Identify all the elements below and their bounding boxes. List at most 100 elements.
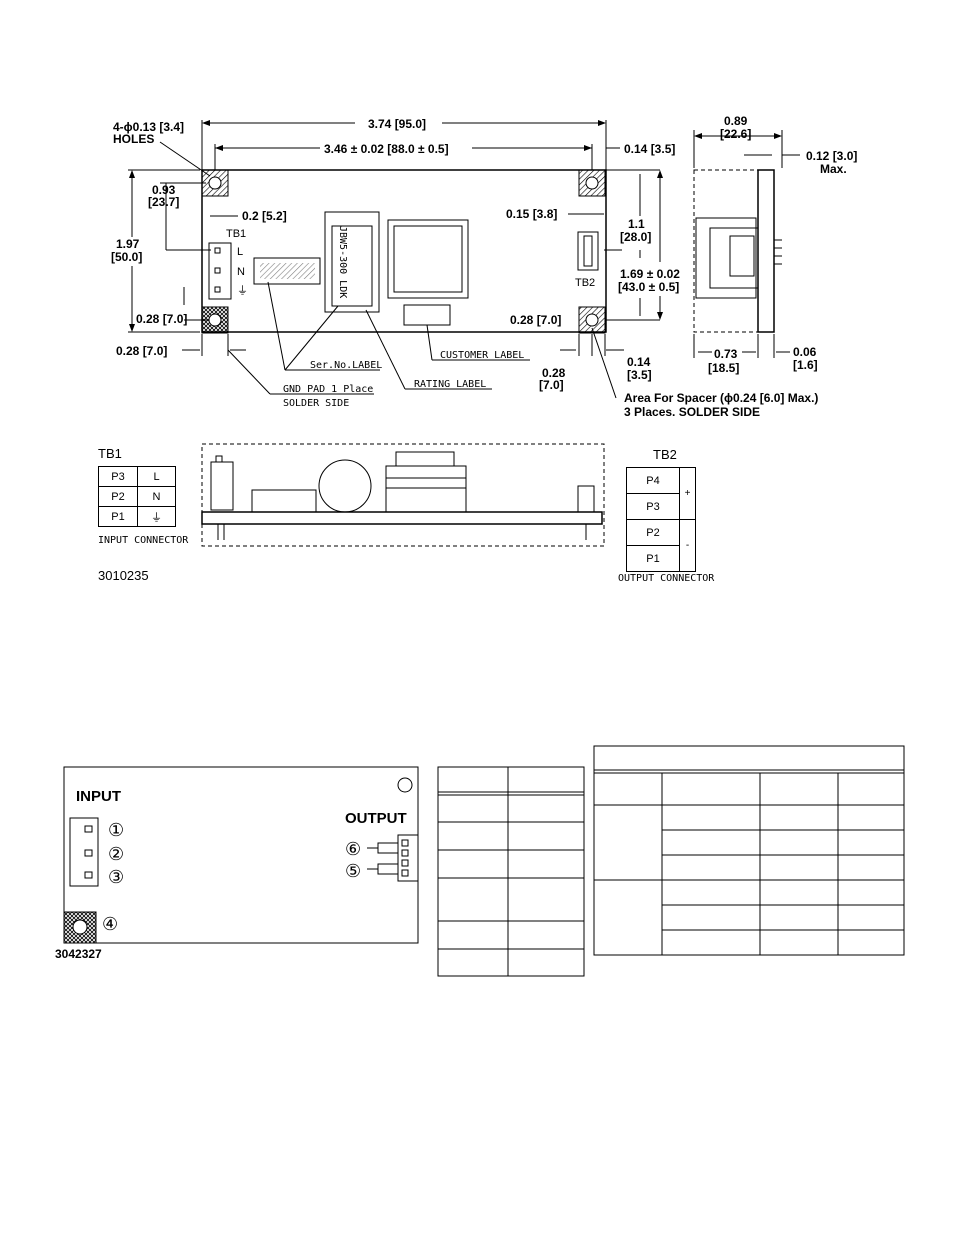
tb1-row: P1 ⏚ <box>98 506 176 527</box>
side-dim-b3: 0.06 <box>793 345 817 359</box>
tb1-cell-signal: L <box>137 466 176 487</box>
pin-drawing-id: 3042327 <box>55 947 102 961</box>
tb2-caption: OUTPUT CONNECTOR <box>618 573 715 584</box>
pin-in-3: ③ <box>108 867 124 888</box>
side-dim-b1: 0.73 <box>714 347 738 361</box>
tb1-row: P2 N <box>98 486 176 507</box>
holes-label-1: 4-ϕ0.13 [3.4] <box>113 120 184 134</box>
gnd-pad-2: SOLDER SIDE <box>283 398 349 409</box>
tb1-label: TB1 <box>226 228 246 240</box>
dim-height-1: 1.97 <box>116 237 140 251</box>
tb1-pin-n: N <box>237 266 245 278</box>
tb2-cell-pin: P1 <box>626 545 680 572</box>
customer-label: CUSTOMER LABEL <box>440 350 524 361</box>
pin-diagram: INPUT OUTPUT ① ② ③ ④ ⑥ ⑤ 3042327 <box>55 766 419 961</box>
dim-br-2: [7.0] <box>539 378 564 392</box>
dim-vert-spacing-2: [43.0 ± 0.5] <box>618 280 679 294</box>
pin-output-label: OUTPUT <box>345 810 407 827</box>
tb1-row: P3 L <box>98 466 176 487</box>
tb2-cell-pin: P4 <box>626 467 680 494</box>
drawing-id-1: 3010235 <box>98 568 149 583</box>
dim-hole-spacing: 3.46 ± 0.02 [88.0 ± 0.5] <box>324 142 449 156</box>
tb2-plus: + <box>679 467 696 520</box>
capacitor <box>318 459 372 513</box>
pin-in-1: ① <box>108 820 124 841</box>
dim-br-4: [3.5] <box>627 368 652 382</box>
dim-right-edge: 0.14 [3.5] <box>624 142 675 156</box>
tb1-pin-l: L <box>237 246 243 258</box>
ser-no-label: Ser.No.LABEL <box>310 360 382 371</box>
tb2-table: P4 + P3 P2 - P1 <box>626 467 696 572</box>
dim-top-2: [23.7] <box>148 195 179 209</box>
top-view <box>128 120 663 399</box>
mounting-hole-tr <box>585 176 599 190</box>
tb1-cell-pin: P2 <box>98 486 138 507</box>
pin-gnd: ④ <box>102 914 118 935</box>
tb2-row: P2 - <box>626 519 696 572</box>
tb1-connector <box>208 242 232 300</box>
dim-bottom-left: 0.28 [7.0] <box>136 312 187 326</box>
rating-label: RATING LABEL <box>414 379 486 390</box>
dim-bottom-left-edge: 0.28 [7.0] <box>116 344 167 358</box>
side-dim-b4: [1.6] <box>793 358 818 372</box>
spacer-2: 3 Places. SOLDER SIDE <box>624 405 760 419</box>
dim-tb2-h1: 1.1 <box>628 217 645 231</box>
tb2-cell-pin: P3 <box>626 493 680 520</box>
board-outline <box>201 169 607 333</box>
dim-bottom-right: 0.28 [7.0] <box>510 313 561 327</box>
dim-overall-width: 3.74 [95.0] <box>368 117 426 131</box>
customer-label-box <box>403 304 451 326</box>
dim-tb2-offset: 0.15 [3.8] <box>506 207 557 221</box>
pin-out-5: ⑤ <box>345 861 361 882</box>
mounting-hole-tl <box>208 176 222 190</box>
tb2-row: P1 <box>626 545 696 572</box>
side-dim-w1: 0.89 <box>724 114 748 128</box>
dimension-labels: 4-ϕ0.13 [3.4] HOLES 3.74 [95.0] 3.46 ± 0… <box>111 114 857 419</box>
dim-br-1: 0.28 <box>542 366 566 380</box>
tb1-pin-gnd: ⏚ <box>237 284 248 297</box>
side-dim-max-2: Max. <box>820 162 847 176</box>
dim-height-2: [50.0] <box>111 250 142 264</box>
tb1-cell-signal: ⏚ <box>137 506 176 527</box>
tb1-cell-pin: P1 <box>98 506 138 527</box>
side-dim-b2: [18.5] <box>708 361 739 375</box>
ser-no-label-box <box>253 257 321 285</box>
pin-input-label: INPUT <box>76 788 121 805</box>
holes-label-2: HOLES <box>113 132 154 146</box>
side-view <box>693 130 800 358</box>
tb1-cell-pin: P3 <box>98 466 138 487</box>
dim-vert-spacing-1: 1.69 ± 0.02 <box>620 267 680 281</box>
pin-in-2: ② <box>108 844 124 865</box>
pin-mount-hole <box>397 777 413 793</box>
tb2-cell-pin: P2 <box>626 519 680 546</box>
gnd-hole <box>208 313 222 327</box>
spacer-1: Area For Spacer (ϕ0.24 [6.0] Max.) <box>624 391 818 405</box>
rating-text: JBW5-300 LDK <box>337 226 348 298</box>
tb1-caption: INPUT CONNECTOR <box>98 535 189 546</box>
rating-label-box <box>324 211 380 313</box>
side-dim-w2: [22.6] <box>720 127 751 141</box>
tb2-connector <box>577 231 599 271</box>
mounting-hole-br <box>585 313 599 327</box>
elevation-view <box>201 443 605 547</box>
tb2-row: P3 <box>626 493 696 520</box>
tb2-label: TB2 <box>575 277 595 289</box>
dim-br-3: 0.14 <box>627 355 651 369</box>
tb1-table-title: TB1 <box>98 446 122 461</box>
empty-table-2 <box>593 745 905 956</box>
tb2-table-title: TB2 <box>653 447 677 462</box>
elevation-board <box>201 511 603 525</box>
tb2-minus: - <box>679 519 696 572</box>
gnd-pad-1: GND PAD 1 Place <box>283 384 373 395</box>
side-board <box>757 169 775 333</box>
elevation-transformer <box>385 465 467 513</box>
tb2-row: P4 + <box>626 467 696 520</box>
transformer <box>387 219 469 299</box>
tb1-table: P3 L P2 N P1 ⏚ <box>98 466 176 527</box>
side-dim-max-1: 0.12 [3.0] <box>806 149 857 163</box>
empty-table-1 <box>437 766 585 977</box>
pin-out-6: ⑥ <box>345 839 361 860</box>
dim-tb2-h2: [28.0] <box>620 230 651 244</box>
tb1-cell-signal: N <box>137 486 176 507</box>
